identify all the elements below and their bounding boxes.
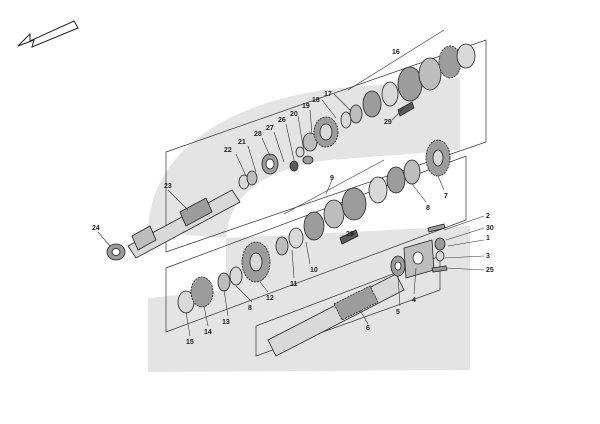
label-8-lower: 8: [248, 305, 252, 312]
label-24: 24: [92, 225, 100, 232]
lower-shaft-frame: [255, 255, 441, 357]
bracket-16: [347, 29, 445, 91]
label-10: 10: [310, 267, 318, 274]
label-14: 14: [204, 329, 212, 336]
label-23: 23: [164, 183, 172, 190]
middle-shaft-parts: [177, 139, 451, 314]
group-frames: [165, 39, 487, 357]
label-25: 25: [486, 267, 494, 274]
label-9: 9: [330, 175, 334, 182]
label-27: 27: [266, 125, 274, 132]
label-4: 4: [412, 297, 416, 304]
label-18: 18: [312, 97, 320, 104]
main-shaft: [127, 189, 241, 259]
label-28: 28: [254, 131, 262, 138]
label-15: 15: [186, 339, 194, 346]
label-16: 16: [392, 49, 400, 56]
label-29-lower: 29: [346, 231, 354, 238]
label-30: 30: [486, 225, 494, 232]
middle-shaft-frame: [165, 155, 467, 333]
upper-shaft-parts: [238, 43, 476, 190]
label-17: 17: [324, 91, 332, 98]
leader-lines: [97, 93, 485, 337]
part-labels: 1 2 3 4 5 6 7 8 8 9 10 11 12 13 14 15 16…: [92, 49, 494, 346]
label-2: 2: [486, 213, 490, 220]
bracket-9: [283, 159, 385, 215]
label-26: 26: [278, 117, 286, 124]
label-20: 20: [290, 111, 298, 118]
label-19: 19: [302, 103, 310, 110]
label-21: 21: [238, 139, 246, 146]
upper-shaft-frame: [165, 39, 487, 253]
label-3: 3: [486, 253, 490, 260]
lower-shaft-parts: [267, 223, 448, 357]
label-6: 6: [366, 325, 370, 332]
label-29-upper: 29: [384, 119, 392, 126]
label-1: 1: [486, 235, 490, 242]
label-13: 13: [222, 319, 230, 326]
label-5: 5: [396, 309, 400, 316]
label-8-upper: 8: [426, 205, 430, 212]
label-22: 22: [224, 147, 232, 154]
label-11: 11: [290, 281, 298, 288]
group-brackets: [283, 29, 445, 215]
label-12: 12: [266, 295, 274, 302]
label-7: 7: [444, 193, 448, 200]
arrow-down-left-icon: [17, 20, 79, 48]
bearing-24: [106, 243, 126, 261]
